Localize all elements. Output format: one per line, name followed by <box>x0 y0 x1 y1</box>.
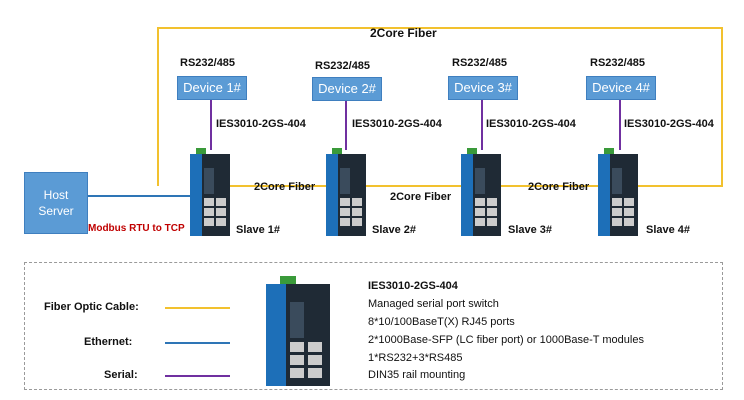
top-fiber-label: 2Core Fiber <box>370 26 437 40</box>
switch-slave-3 <box>461 148 501 236</box>
switch-slave-2 <box>326 148 366 236</box>
slave-1-label: Slave 1# <box>236 224 281 236</box>
spec-model: IES3010-2GS-404 <box>368 280 458 292</box>
host-line-2: Server <box>38 204 74 218</box>
device-2-rs-label: RS232/485 <box>315 60 371 72</box>
legend-switch-image <box>266 276 330 386</box>
spec-line-2: 8*10/100BaseT(X) RJ45 ports <box>368 316 515 328</box>
spec-line-3: 2*1000Base-SFP (LC fiber port) or 1000Ba… <box>368 334 644 346</box>
slave-3-label: Slave 3# <box>508 224 553 236</box>
legend-box <box>24 262 723 390</box>
device-3-rs-label: RS232/485 <box>452 57 508 69</box>
legend-fiber-label: Fiber Optic Cable: <box>44 301 139 313</box>
spec-line-4: 1*RS232+3*RS485 <box>368 352 463 364</box>
fiber-label-3: 2Core Fiber <box>528 181 590 193</box>
device-1-model: IES3010-2GS-404 <box>216 118 306 130</box>
switch-slave-1 <box>190 148 230 236</box>
device-3-model: IES3010-2GS-404 <box>486 118 576 130</box>
spec-line-1: Managed serial port switch <box>368 298 499 310</box>
device-1-box: Device 1# <box>177 76 247 100</box>
slave-2-label: Slave 2# <box>372 224 417 236</box>
device-4-model: IES3010-2GS-404 <box>624 118 714 130</box>
protocol-label: Modbus RTU to TCP <box>88 223 185 234</box>
fiber-label-1: 2Core Fiber <box>254 181 316 193</box>
device-2-model: IES3010-2GS-404 <box>352 118 442 130</box>
host-server-box: Host Server <box>24 172 88 234</box>
host-line-1: Host <box>43 188 69 202</box>
device-3-box: Device 3# <box>448 76 518 100</box>
device-2-box: Device 2# <box>312 77 382 101</box>
spec-line-5: DIN35 rail mounting <box>368 369 466 381</box>
device-4-rs-label: RS232/485 <box>590 57 646 69</box>
legend-serial-label: Serial: <box>104 369 138 381</box>
fiber-label-2: 2Core Fiber <box>390 191 452 203</box>
slave-4-label: Slave 4# <box>646 224 691 236</box>
switch-slave-4 <box>598 148 638 236</box>
legend-ethernet-label: Ethernet: <box>84 336 133 348</box>
fiber-ring-line <box>157 27 723 187</box>
device-4-box: Device 4# <box>586 76 656 100</box>
device-1-rs-label: RS232/485 <box>180 57 236 69</box>
